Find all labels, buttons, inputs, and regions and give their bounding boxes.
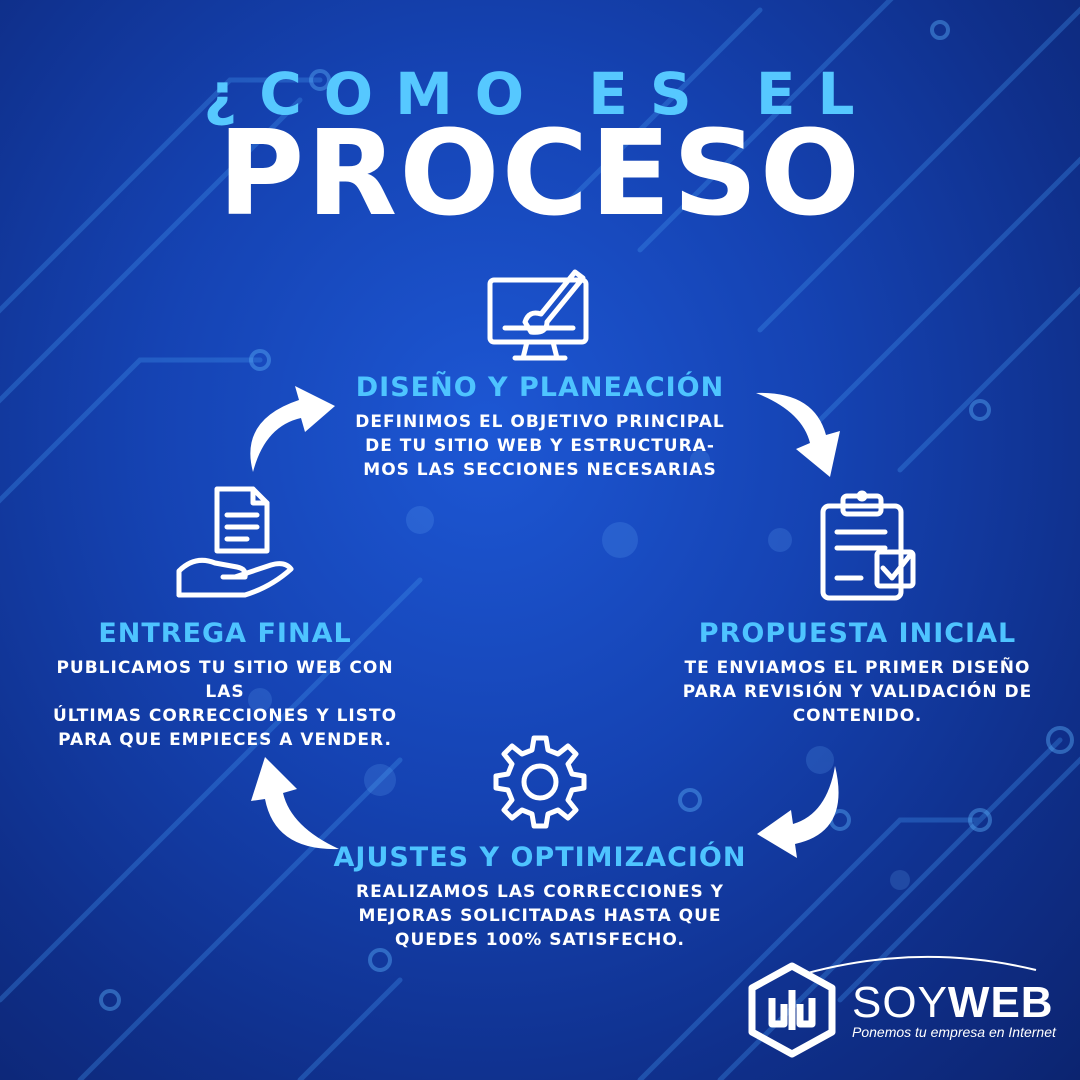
step-desc-entrega: PUBLICAMOS TU SITIO WEB CON LAS ÚLTIMAS … bbox=[52, 658, 398, 750]
logo-word-soy: SOY bbox=[852, 978, 948, 1027]
logo-word-web: WEB bbox=[947, 978, 1054, 1027]
logo-tagline: Ponemos tu empresa en Internet bbox=[852, 1024, 1056, 1040]
gear-icon bbox=[493, 735, 587, 829]
arrow-curved-bottom-right-icon bbox=[757, 766, 839, 858]
arrow-curved-bottom-left-icon bbox=[251, 757, 339, 850]
arrow-curved-top-right-icon bbox=[756, 392, 840, 477]
page-title: PROCESO bbox=[217, 104, 863, 242]
soyweb-logo-icon bbox=[748, 962, 836, 1058]
step-title-entrega: ENTREGA FINAL bbox=[98, 618, 352, 649]
arrow-curved-top-left-icon bbox=[250, 386, 335, 472]
step-desc-ajustes: REALIZAMOS LAS CORRECCIONES Y MEJORAS SO… bbox=[356, 882, 724, 950]
clipboard-check-icon bbox=[820, 490, 916, 601]
step-title-diseno: DISEÑO Y PLANEACIÓN bbox=[355, 372, 725, 403]
title-line-1: ¿COMO ES EL bbox=[203, 60, 877, 128]
step-desc-diseno: DEFINIMOS EL OBJETIVO PRINCIPAL DE TU SI… bbox=[355, 412, 725, 480]
step-title-ajustes: AJUSTES Y OPTIMIZACIÓN bbox=[333, 842, 747, 873]
logo-swoosh bbox=[803, 955, 1037, 975]
monitor-brush-icon bbox=[487, 269, 589, 361]
step-desc-propuesta: TE ENVIAMOS EL PRIMER DISEÑO PARA REVISI… bbox=[682, 658, 1033, 726]
logo-wordmark: SOYWEB bbox=[852, 978, 1054, 1028]
hand-document-icon bbox=[176, 486, 294, 598]
step-title-propuesta: PROPUESTA INICIAL bbox=[698, 618, 1017, 649]
